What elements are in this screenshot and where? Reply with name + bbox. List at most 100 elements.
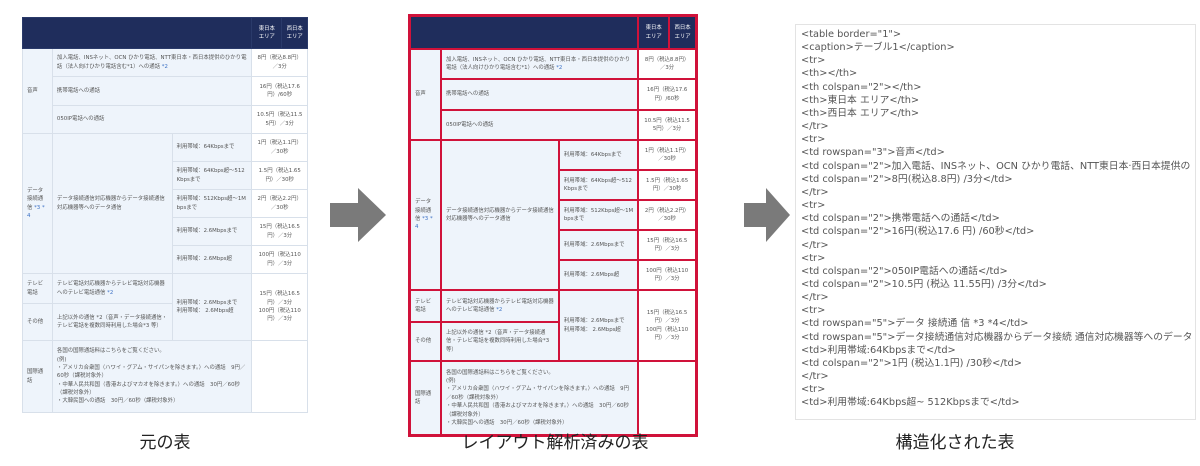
caption-analyzed: レイアウト解析済みの表 [461, 433, 649, 453]
cell-text: 利用帯域：64Kbps超～512Kbpsまで [176, 168, 245, 183]
table-row: 利用帯域：64Kbps超～512Kbpsまで 1.5円（税込1.65円）／30秒 [411, 170, 696, 200]
cell-text: 各国の国際通話料はこちらをご覧ください。 (例) ・アメリカ合衆国（ハワイ・グア… [445, 369, 629, 426]
cell-text: 10.5円（税込11.55円）／3分 [256, 112, 303, 127]
footnote-ref[interactable]: *3 *4 [415, 216, 433, 231]
cell-text: 16円（税込17.6円）/60秒 [259, 83, 300, 98]
price-cell: 1円（税込1.1円）／30秒 [251, 133, 308, 162]
analyzed-grid: 東日本エリア西日本エリア音声加入電話、INSネット、OCN ひかり電話、NTT東… [408, 14, 698, 437]
body-cell: 携帯電話への通話 [440, 79, 639, 110]
layout-analyzed-table: 東日本エリア西日本エリア音声加入電話、INSネット、OCN ひかり電話、NTT東… [408, 14, 698, 437]
cell-text: 2円（税込2.2円）／30秒 [644, 207, 690, 222]
price-cell: 100円（税込110円）／3分 [638, 260, 696, 290]
table-row: 050IP電話への通話 10.5円（税込11.55円）／3分 [411, 110, 696, 140]
code-line: <td colspan="2">16円(税込17.6 円) /60秒</td> [801, 226, 1035, 238]
code-line: <caption>テーブル1</caption> [801, 42, 955, 54]
code-line: <td rowspan="5">データ接続通信対応機器からデータ接続 通信対応機… [801, 331, 1193, 343]
cell-text: 10.5円（税込11.55円）／3分 [644, 117, 690, 132]
label-cell: その他 [22, 303, 53, 341]
code-line: <td>利用帯域:64Kbpsまで</td> [801, 344, 956, 356]
code-line: <td colspan="2">1円 (税込1.1円) /30秒</td> [801, 357, 1022, 369]
header-cell: 東日本エリア [251, 17, 283, 49]
caption-original: 元の表 [139, 433, 191, 453]
footnote-ref[interactable]: *2 [107, 289, 114, 296]
cell-text: 利用帯域：2.6Mbpsまで 利用帯域： 2.6Mbps超 [563, 318, 625, 333]
label-cell: テレビ電話 [410, 290, 441, 322]
cell-text: 利用帯域：64Kbpsまで [176, 144, 235, 151]
price-cell: 100円（税込110円）／3分 [251, 245, 308, 274]
cell-text: 利用帯域：64Kbps超～512Kbpsまで [563, 177, 632, 192]
price-cell: 16円（税込17.6円）/60秒 [638, 79, 696, 110]
table-row: 国際通話各国の国際通話料はこちらをご覧ください。 (例) ・アメリカ合衆国（ハワ… [22, 340, 308, 413]
cell-text: その他 [27, 318, 44, 325]
footnote-ref[interactable]: *2 [161, 63, 168, 70]
code-line: </tr> [801, 239, 829, 251]
cell-text: データ接続通信 [27, 187, 44, 211]
table-row: 東日本エリア西日本エリア [21, 17, 308, 49]
header-cell [21, 17, 253, 49]
cell-text: 利用帯域：64Kbpsまで [563, 151, 622, 158]
table-row: 携帯電話への通話 16円（税込17.6円）/60秒 [23, 76, 308, 106]
cell-text: 100円（税込110円）／3分 [258, 252, 301, 267]
table-row: 携帯電話への通話 16円（税込17.6円）/60秒 [411, 79, 696, 110]
body-cell: 利用帯域：64Kbpsまで [171, 133, 253, 162]
body-cell: 利用帯域：64Kbpsまで [558, 140, 639, 170]
price-cell: 2円（税込2.2円）／30秒 [251, 189, 308, 218]
cell-text: 各国の国際通話料はこちらをご覧ください。 (例) ・アメリカ合衆国（ハワイ・グア… [56, 348, 246, 405]
body-cell: 050IP電話への通話 [51, 105, 253, 134]
price-cell: 15円（税込16.5円）／3分 [638, 230, 696, 260]
code-line: <td colspan="2">050IP電話への通話</td> [801, 265, 1008, 277]
cell-text: 15円（税込16.5円）／3分 100円（税込110円）／3分 [258, 291, 301, 323]
cell-text: 利用帯域：2.6Mbpsまで [176, 228, 238, 235]
cell-text: データ接続通信対応機器からデータ接続通信対応機器等へのデータ通信 [56, 196, 165, 211]
footnote-ref[interactable]: *2 [556, 65, 563, 71]
original-grid: 東日本エリア西日本エリア音声加入電話、INSネット、OCN ひかり電話、NTT東… [21, 17, 308, 413]
cell-text: データ接続通信 [415, 199, 432, 222]
price-cell: 10.5円（税込11.55円）／3分 [638, 110, 696, 140]
cell-text: 8円（税込8.8円）／3分 [644, 56, 690, 71]
label-cell: 国際通話 [410, 361, 441, 435]
code-line: <td colspan="2">携帯電話への通話</td> [801, 213, 1000, 225]
body-cell: 050IP電話への通話 [440, 110, 639, 140]
table-row: 音声加入電話、INSネット、OCN ひかり電話、NTT東日本・西日本提供のひかり… [22, 48, 308, 134]
body-cell: 加入電話、INSネット、OCN ひかり電話、NTT東日本・西日本提供のひかり電話… [51, 48, 253, 77]
code-line: <tr> [801, 55, 826, 67]
body-cell: データ接続通信対応機器からデータ接続通信対応機器等へのデータ通信 [51, 133, 173, 274]
cell-text: 携帯電話への通話 [56, 87, 101, 94]
cell-text: 16円（税込17.6円）/60秒 [646, 87, 688, 102]
cell-text: 1.5円（税込1.65円）／30秒 [258, 168, 301, 183]
price-cell: 1.5円（税込1.65円）／30秒 [251, 161, 308, 190]
price-cell: 2円（税込2.2円）／30秒 [638, 200, 696, 230]
footnote-ref[interactable]: *3 *4 [27, 204, 45, 219]
table-row: その他上記以外の通信 *2（音声・データ接続通信・テレビ電話を複数同時利用した場… [410, 322, 695, 361]
code-line: <td colspan="2">10.5円 (税込 11.55円) /3分</t… [801, 278, 1047, 290]
blank-cell [638, 361, 696, 435]
cell-text: 携帯電話への通話 [445, 91, 490, 98]
blank-cell [251, 340, 308, 413]
code-line: </tr> [801, 186, 829, 198]
label-cell: 音声 [410, 49, 441, 140]
cell-text: テレビ電話 [415, 298, 432, 313]
label-cell: データ接続通信 *3 *4 [22, 133, 53, 274]
price-cell: 8円（税込8.8円）／3分 [638, 49, 696, 79]
structured-html-code: <table border="1"> <caption>テーブル1</captio… [795, 24, 1196, 420]
price-cell: 1.5円（税込1.65円）／30秒 [638, 170, 696, 200]
code-line: <td rowspan="5">データ 接続通 信 *3 *4</td> [801, 318, 1029, 330]
arrow-right-icon [330, 188, 386, 242]
cell-text: テレビ電話 [27, 281, 44, 296]
body-cell: 利用帯域：64Kbps超～512Kbpsまで [558, 170, 639, 200]
cell-text: 加入電話、INSネット、OCN ひかり電話、NTT東日本・西日本提供のひかり電話… [56, 55, 247, 70]
footnote-ref[interactable]: *2 [496, 307, 503, 313]
code-line: <th>東日本 エリア</th> [801, 94, 920, 106]
price-cell: 8円（税込8.8円）／3分 [251, 48, 308, 77]
cell-text: 音声 [415, 91, 426, 98]
body-cell: 各国の国際通話料はこちらをご覧ください。 (例) ・アメリカ合衆国（ハワイ・グア… [51, 340, 253, 413]
code-line: <table border="1"> [801, 29, 902, 40]
body-cell: 各国の国際通話料はこちらをご覧ください。 (例) ・アメリカ合衆国（ハワイ・グア… [440, 361, 639, 435]
